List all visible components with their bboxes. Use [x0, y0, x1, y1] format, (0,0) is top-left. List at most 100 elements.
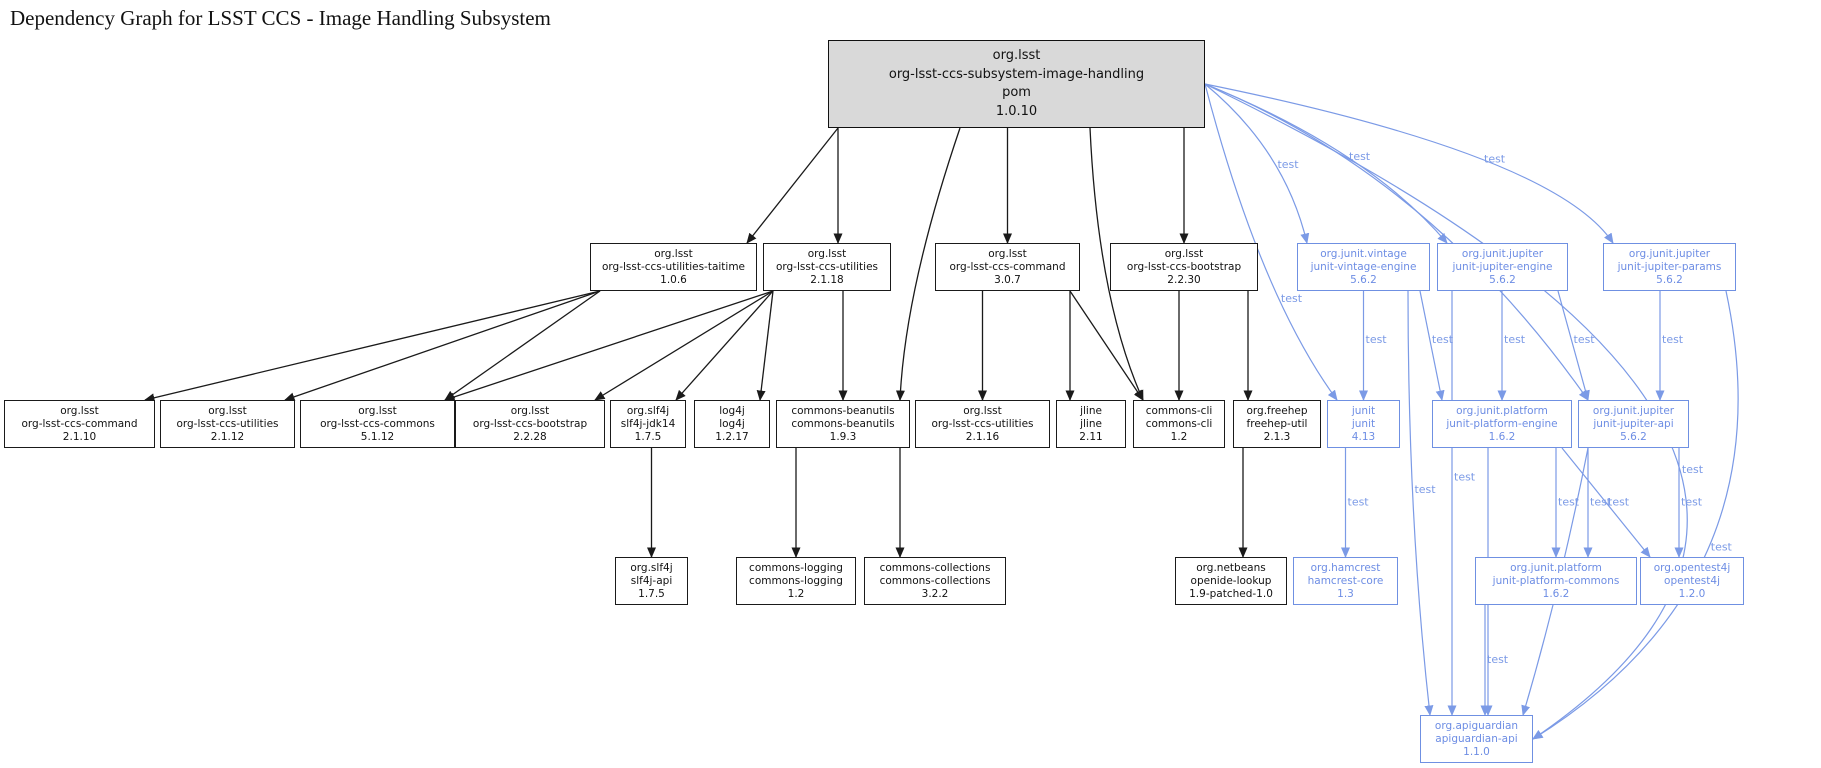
node-line: 1.3: [1337, 587, 1354, 600]
node-line: org.junit.jupiter: [1461, 247, 1544, 260]
node-line: opentest4j: [1664, 574, 1720, 587]
node-line: org.junit.vintage: [1320, 247, 1407, 260]
node-line: org.freehep: [1246, 404, 1308, 417]
node-line: org.lsst: [1164, 247, 1204, 260]
edge-label-test: test: [1484, 152, 1506, 165]
edge-label-test: test: [1349, 150, 1371, 163]
node-line: org-lsst-ccs-utilities: [931, 417, 1034, 430]
node-line: org-lsst-ccs-commons: [320, 417, 435, 430]
edge-pom-jupiterparams: [1204, 83, 1614, 244]
node-line: junit-jupiter-engine: [1452, 260, 1553, 273]
node-line: slf4j-api: [630, 574, 673, 587]
node-line: junit-vintage-engine: [1310, 260, 1417, 273]
edge-label-test: test: [1487, 653, 1509, 666]
edge-pom-taitime: [746, 127, 839, 244]
node-line: openide-lookup: [1190, 574, 1272, 587]
edge-platformengine-opentest4j: [1561, 447, 1651, 558]
edge-label-test: test: [1277, 158, 1299, 171]
node-line: 1.2.17: [715, 430, 749, 443]
edge-taitime-utilities2112: [284, 290, 601, 402]
node-line: slf4j-jdk14: [620, 417, 676, 430]
node-line: org.junit.platform: [1456, 404, 1548, 417]
edge-pom-beanutils: [895, 127, 961, 401]
node-line: 2.11: [1079, 430, 1103, 443]
node-line: freehep-util: [1246, 417, 1308, 430]
node-line: 1.2: [1170, 430, 1188, 443]
node-line: org.lsst: [654, 247, 693, 260]
edge-label-test: test: [1574, 333, 1596, 346]
edge-label-test: test: [1281, 292, 1303, 305]
node-line: commons-collections: [879, 574, 991, 587]
node-line: org.lsst: [60, 404, 99, 417]
node-line: org.junit.jupiter: [1628, 247, 1711, 260]
node-line: 1.0.6: [660, 273, 687, 286]
edge-vintage-apiguardian: [1407, 290, 1434, 716]
edge-pom-commonscli: [1089, 127, 1144, 401]
node-line: org.opentest4j: [1653, 561, 1731, 574]
edge-pom-junit: [1204, 83, 1338, 401]
node-line: 2.1.18: [810, 273, 844, 286]
node-line: 5.6.2: [1656, 273, 1683, 286]
edge-label-test: test: [1662, 333, 1684, 346]
node-line: commons-cli: [1145, 404, 1213, 417]
node-line: 1.0.10: [995, 103, 1038, 119]
node-line: junit-jupiter-params: [1617, 260, 1722, 273]
node-line: org.lsst: [988, 247, 1027, 260]
node-line: org.lsst: [358, 404, 397, 417]
node-line: log4j: [719, 404, 745, 417]
node-line: 1.1.0: [1463, 745, 1490, 758]
edge-label-test: test: [1432, 333, 1454, 346]
edge-taitime-commons5112: [444, 290, 601, 401]
edge-vintage-platformengine: [1419, 290, 1445, 401]
node-line: 1.9.3: [829, 430, 857, 443]
node-line: org.lsst: [992, 48, 1041, 63]
edge-label-test: test: [1608, 496, 1630, 509]
edge-label-test: test: [1711, 541, 1733, 554]
node-line: junit-platform-engine: [1446, 417, 1558, 430]
node-line: org-lsst-ccs-bootstrap: [1126, 260, 1242, 273]
node-line: org.junit.platform: [1510, 561, 1602, 574]
edge-label-test: test: [1682, 463, 1704, 476]
node-line: org-lsst-ccs-utilities: [775, 260, 879, 273]
edge-label-test: test: [1558, 496, 1580, 509]
edge-taitime-command2110: [144, 290, 601, 403]
node-line: 2.1.12: [210, 430, 245, 443]
node-line: org.apiguardian: [1434, 719, 1519, 732]
edge-pom-jupiterengine: [1204, 83, 1448, 244]
edge-utilities218-slf4jjdk14: [675, 290, 774, 401]
node-line: org-lsst-ccs-bootstrap: [472, 417, 588, 430]
node-line: junit: [1351, 404, 1376, 417]
graph-title: Dependency Graph for LSST CCS - Image Ha…: [10, 6, 551, 30]
node-line: 2.2.28: [513, 430, 547, 443]
edge-label-test: test: [1366, 333, 1388, 346]
node-line: 5.6.2: [1620, 430, 1647, 443]
node-line: commons-logging: [749, 561, 843, 574]
node-line: 5.6.2: [1350, 273, 1377, 286]
node-line: org.hamcrest: [1310, 561, 1381, 574]
edge-label-test: test: [1348, 496, 1370, 509]
edge-label-test: test: [1414, 483, 1436, 496]
edge-jupiterparams-apiguardian: [1532, 290, 1739, 740]
node-line: 1.6.2: [1542, 587, 1570, 600]
node-line: org.lsst: [963, 404, 1002, 417]
node-line: 1.7.5: [634, 430, 662, 443]
node-line: 1.9-patched-1.0: [1189, 587, 1273, 600]
node-line: 2.2.30: [1167, 273, 1201, 286]
edge-label-test: test: [1681, 496, 1703, 509]
